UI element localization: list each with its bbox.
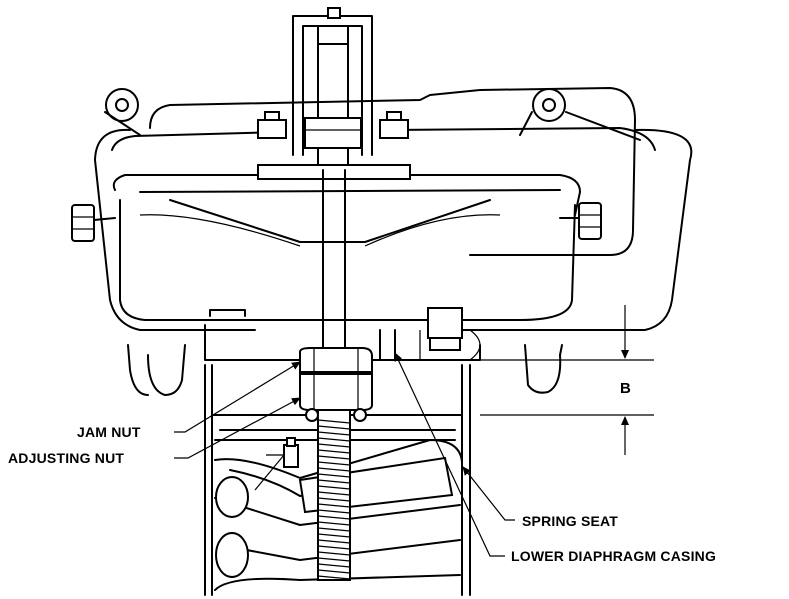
spring-seat-label: SPRING SEAT — [522, 513, 618, 529]
lower-diaphragm-casing-label: LOWER DIAPHRAGM CASING — [511, 548, 716, 564]
dimension-b-label: B — [620, 380, 631, 397]
dimension-b: B — [480, 305, 654, 455]
jam-nut-label: JAM NUT — [77, 424, 141, 440]
jam-nut — [300, 348, 372, 372]
collar-bolts — [258, 112, 408, 148]
adjusting-nut-label: ADJUSTING NUT — [8, 450, 124, 466]
side-bolts — [72, 203, 601, 241]
diaphragm-plate — [114, 165, 580, 320]
